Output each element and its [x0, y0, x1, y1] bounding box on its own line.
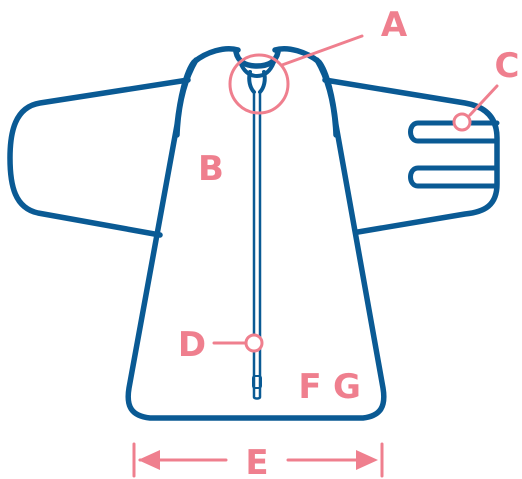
left-sleeve: [7, 77, 191, 238]
label-f: F: [298, 367, 321, 407]
label-d: D: [178, 325, 206, 365]
label-a: A: [381, 5, 408, 45]
collar-fold-left: [247, 70, 256, 94]
dimension-arrow-left: [138, 450, 160, 470]
label-c: C: [495, 46, 520, 86]
sack-body: [125, 46, 387, 421]
callout-d-dot: [244, 333, 264, 353]
callout-a-circle: [228, 53, 290, 115]
right-armhole: [314, 57, 339, 138]
label-g: G: [333, 367, 361, 407]
callout-c-dot: [452, 112, 472, 132]
collar-fold-right: [258, 70, 267, 94]
cuff-band-upper: [408, 120, 500, 144]
callout-a-leader: [280, 34, 364, 67]
cuff-band-lower: [408, 165, 500, 189]
callout-c-leader: [468, 84, 499, 117]
label-e: E: [245, 443, 268, 479]
dimension-arrow-right: [356, 450, 378, 470]
left-armhole: [174, 57, 199, 138]
label-b: B: [198, 149, 224, 189]
collar-inner: [238, 60, 276, 78]
zipper: [252, 92, 262, 400]
